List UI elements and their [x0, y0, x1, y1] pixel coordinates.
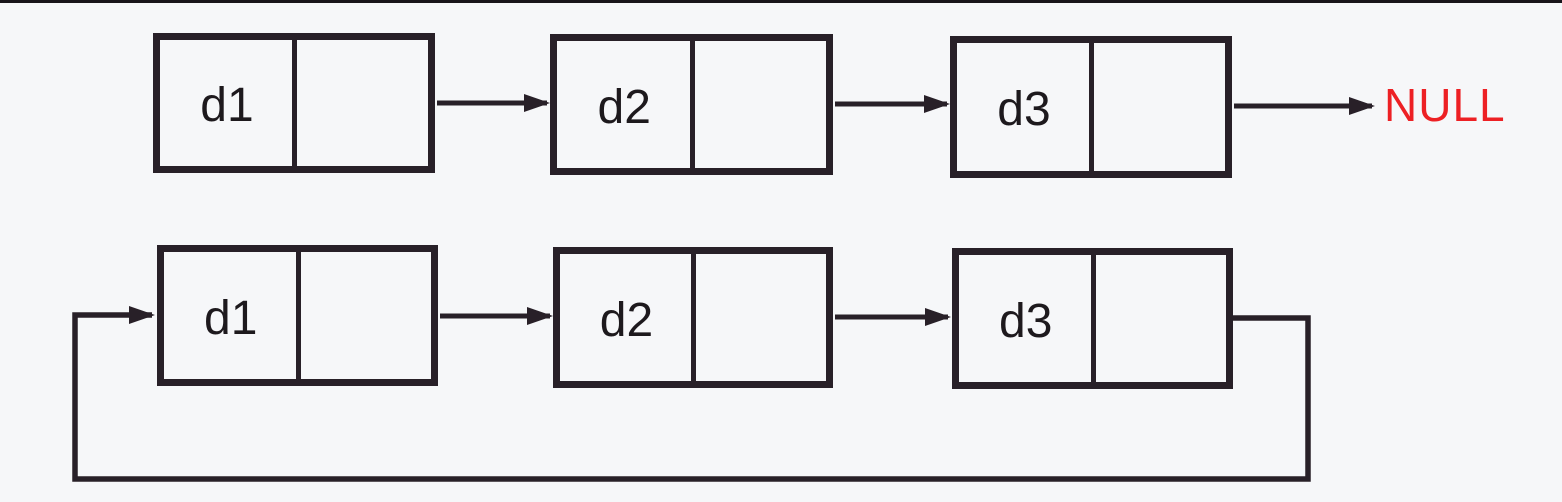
list2-node-d3-next-cell [1093, 255, 1227, 382]
list2-node-d3-label: d3 [999, 294, 1053, 348]
list1-node-d3-next-cell [1091, 43, 1225, 171]
window-top-edge [0, 0, 1562, 3]
list2-node-d2: d2 [553, 247, 833, 388]
list1-node-d1-data-cell: d1 [160, 40, 294, 166]
arrow-list2-d3-loop-to-d1 [72, 306, 1311, 482]
list1-node-d1-divider [292, 40, 297, 172]
list1-node-d1-label: d1 [200, 79, 254, 132]
list2-node-d3-data-cell: d3 [959, 255, 1093, 382]
list1-node-d2-label: d2 [597, 80, 651, 134]
list1-node-d3-label: d3 [997, 83, 1051, 136]
list1-node-d3-divider [1089, 43, 1094, 177]
list2-node-d1: d1 [157, 245, 438, 386]
list2-node-d3-divider [1090, 255, 1096, 388]
list1-node-d2-next-cell [692, 41, 827, 168]
list1-node-d3: d3 [950, 36, 1232, 178]
list2-node-d1-divider [295, 252, 301, 385]
list2-node-d1-label: d1 [204, 291, 258, 345]
list1-null-terminator: NULL [1384, 79, 1506, 131]
list1-node-d1-next-cell [294, 40, 428, 166]
list2-node-d1-data-cell: d1 [164, 252, 298, 379]
list1-node-d2-divider [689, 41, 695, 174]
list1-node-d2: d2 [550, 34, 833, 175]
list1-node-d1: d1 [153, 33, 435, 173]
list2-node-d2-next-cell [693, 254, 826, 381]
list2-node-d2-label: d2 [599, 293, 654, 347]
list2-node-d1-next-cell [298, 252, 432, 379]
list1-node-d3-data-cell: d3 [957, 43, 1091, 171]
list2-node-d3: d3 [952, 248, 1233, 389]
list2-node-d2-data-cell: d2 [560, 254, 693, 381]
list2-node-d2-divider [691, 254, 696, 387]
list1-node-d2-data-cell: d2 [557, 41, 692, 168]
